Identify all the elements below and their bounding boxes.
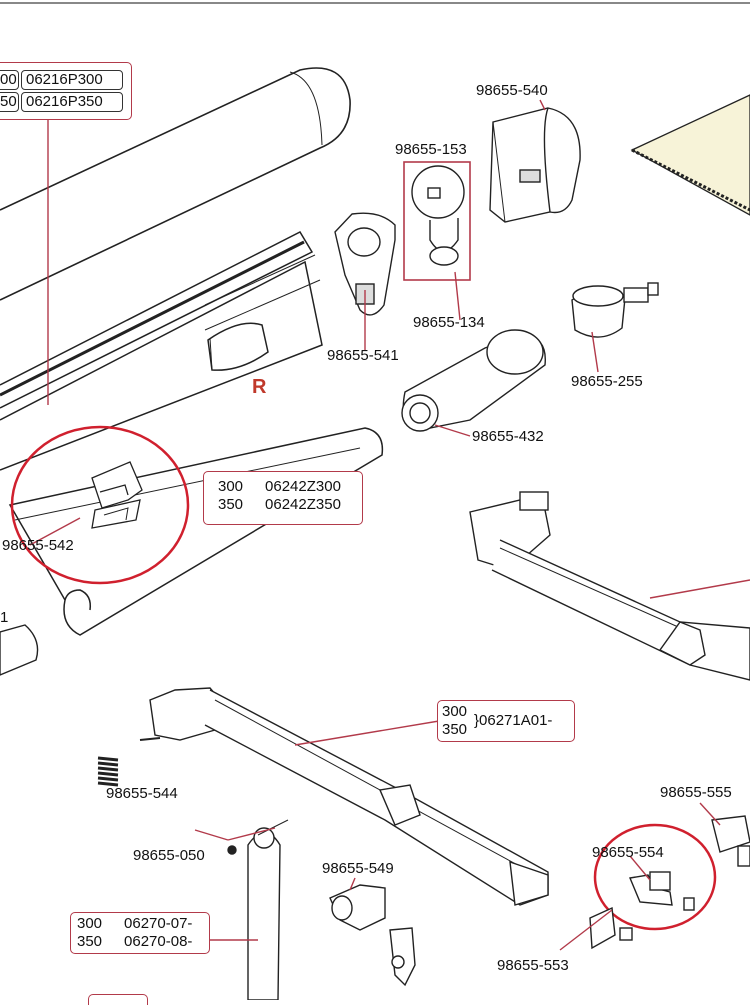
code-box-leg: 300 06270-07- 350 06270-08- [70, 912, 210, 954]
label-98655-432: 98655-432 [472, 428, 544, 445]
label-98655-540: 98655-540 [476, 82, 548, 99]
label-98655-541: 98655-541 [327, 347, 399, 364]
part-553-drawing [589, 906, 633, 950]
lead-bar-code-1: 06242Z300 [265, 478, 341, 495]
part-542-drawing [91, 461, 143, 529]
part-554-drawing [629, 871, 695, 911]
label-98655-050: 98655-050 [133, 847, 205, 864]
label-98655-544: 98655-544 [106, 785, 178, 802]
part-255-drawing [571, 282, 659, 338]
part-549-drawing [329, 884, 416, 987]
label-98655-153: 98655-153 [395, 141, 467, 158]
code-box-roller-size-2: 50 [0, 92, 19, 112]
label-edge-fragment: 1 [0, 609, 9, 626]
fabric-swatch [630, 94, 750, 216]
label-98655-553: 98655-553 [497, 957, 569, 974]
side-marker-r: R [252, 376, 267, 398]
lead-bar-code-2: 06242Z350 [265, 496, 341, 513]
code-box-roller-tube: 00 06216P300 50 06216P350 [0, 62, 132, 120]
leg-size-2: 350 [77, 933, 103, 950]
part-555-drawing [711, 815, 750, 867]
arm-size-1: 300 [442, 703, 468, 720]
arm-size-2: 350 [442, 721, 468, 738]
label-98655-134: 98655-134 [413, 314, 485, 331]
leader-lines [29, 99, 750, 951]
lead-bar-size-2: 350 [218, 496, 244, 513]
code-box-roller-code-1: 06216P300 [21, 70, 123, 90]
upper-right-arm [469, 491, 750, 681]
group-box-153-134 [403, 161, 471, 281]
highlight-circle-542 [10, 425, 190, 585]
code-box-lead-bar: 300 06242Z300 350 06242Z350 [203, 471, 363, 525]
profile-rail [0, 231, 323, 471]
label-98655-554: 98655-554 [592, 844, 664, 861]
spring-544-drawing [97, 756, 119, 787]
lead-bar-size-1: 300 [218, 478, 244, 495]
leg-code-1: 06270-07- [124, 915, 193, 932]
part-153-drawing [411, 165, 465, 266]
leg-size-1: 300 [77, 915, 103, 932]
label-98655-255: 98655-255 [571, 373, 643, 390]
highlight-circle-554 [593, 823, 717, 931]
code-box-roller-code-2: 06216P350 [21, 92, 123, 112]
arm-code: }06271A01- [474, 712, 553, 729]
part-432-drawing [401, 329, 546, 432]
leg-post [227, 819, 289, 1000]
roller-tube [0, 67, 351, 301]
label-98655-555: 98655-555 [660, 784, 732, 801]
leg-code-2: 06270-08- [124, 933, 193, 950]
code-box-roller-size-1: 00 [0, 70, 19, 90]
end-cap-540 [489, 107, 581, 223]
label-98655-542: 98655-542 [2, 537, 74, 554]
lower-left-arm [139, 687, 549, 906]
left-fragment [0, 624, 39, 676]
label-98655-549: 98655-549 [322, 860, 394, 877]
lead-bar [8, 427, 384, 636]
code-box-arm: 300 350 }06271A01- [437, 700, 575, 742]
